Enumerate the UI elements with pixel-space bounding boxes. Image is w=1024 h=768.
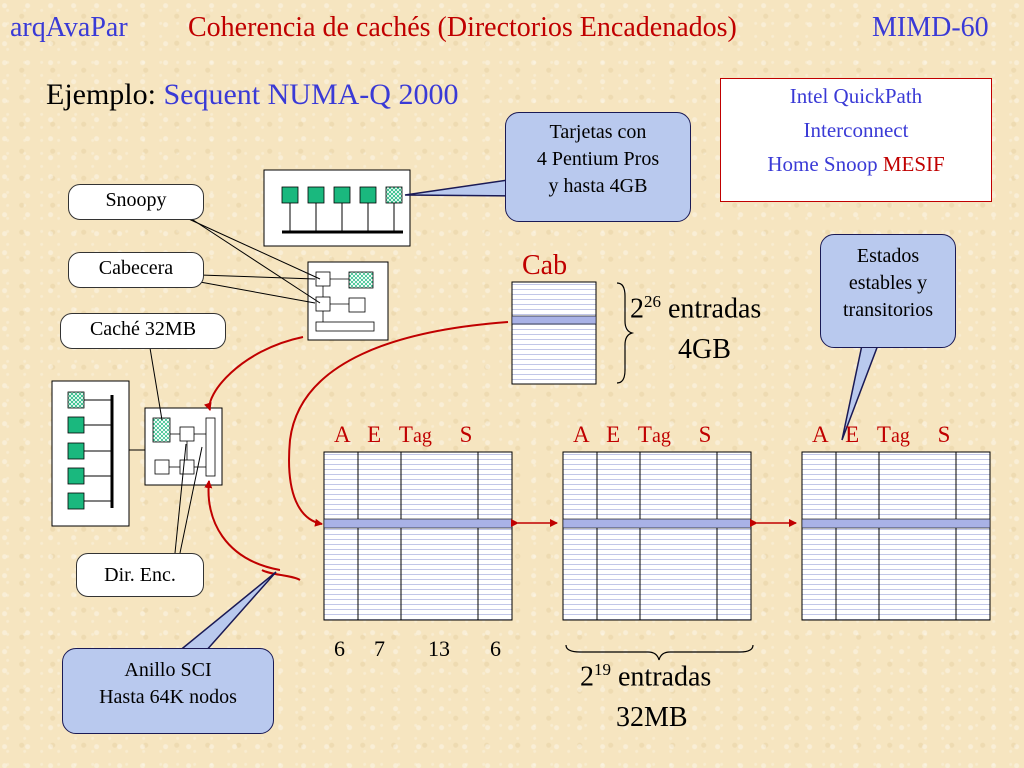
col-e: E bbox=[845, 422, 860, 447]
course-label: arqAvaPar bbox=[10, 12, 128, 43]
example-system-name: Sequent NUMA-Q 2000 bbox=[163, 78, 459, 111]
col-a: A bbox=[334, 422, 350, 447]
dir-brace bbox=[565, 644, 754, 661]
slide-id: MIMD-60 bbox=[872, 12, 989, 43]
estados-line-2: estables y bbox=[848, 272, 928, 294]
col-tag-ag: ag bbox=[651, 425, 671, 447]
dir-table-1-headers: A E Tag S bbox=[334, 422, 472, 448]
dir-entries-base: 2 bbox=[580, 661, 594, 693]
processor-icon bbox=[67, 416, 85, 434]
cache-module-icon bbox=[67, 391, 85, 409]
col-a: A bbox=[812, 422, 828, 447]
processor-icon bbox=[67, 442, 85, 460]
estados-callout: Estados estables y transitorios bbox=[820, 234, 956, 348]
bit-width-e: 7 bbox=[374, 636, 385, 661]
col-tag: Tag bbox=[638, 422, 671, 447]
estados-line-1: Estados bbox=[856, 245, 920, 267]
processor-board-top bbox=[263, 169, 411, 247]
intel-line-2: Interconnect bbox=[803, 118, 909, 142]
cab-entries-word: entradas bbox=[661, 293, 762, 325]
cab-entries-exp: 26 bbox=[644, 292, 661, 311]
bit-width-s: 6 bbox=[490, 636, 501, 661]
bit-width-a: 6 bbox=[334, 636, 345, 661]
tarjetas-line-2: 4 Pentium Pros bbox=[536, 148, 660, 170]
processor-icon bbox=[359, 186, 377, 204]
estados-line-3: transitorios bbox=[843, 299, 933, 321]
col-s: S bbox=[698, 422, 712, 447]
cab-size: 4GB bbox=[678, 334, 731, 365]
label-pointers bbox=[149, 214, 321, 554]
example-heading: Ejemplo: Sequent NUMA-Q 2000 bbox=[46, 78, 458, 112]
dir-entries: 219 entradas bbox=[580, 660, 711, 693]
processor-board-left bbox=[51, 380, 130, 527]
dir-table-2 bbox=[562, 451, 752, 621]
intel-line-1: Intel QuickPath bbox=[789, 84, 923, 108]
intel-mesif: MESIF bbox=[882, 152, 945, 176]
dir-highlight-row bbox=[562, 518, 752, 529]
processor-icon bbox=[333, 186, 351, 204]
processor-icon bbox=[67, 492, 85, 510]
processor-icon bbox=[281, 186, 299, 204]
anillo-callout: Anillo SCI Hasta 64K nodos bbox=[62, 648, 274, 734]
intel-home-snoop: Home Snoop bbox=[767, 152, 883, 176]
processor-icon bbox=[307, 186, 325, 204]
col-tag-t: T bbox=[398, 422, 413, 447]
anillo-line-2: Hasta 64K nodos bbox=[99, 686, 237, 708]
col-tag-ag: ag bbox=[412, 425, 432, 447]
cab-brace bbox=[616, 282, 635, 384]
cab-label: Cab bbox=[522, 250, 568, 281]
col-e: E bbox=[367, 422, 382, 447]
slide-title: Coherencia de cachés (Directorios Encade… bbox=[188, 12, 737, 43]
dir-table-2-headers: A E Tag S bbox=[573, 422, 711, 448]
cab-entries: 226 entradas bbox=[630, 292, 761, 325]
tarjetas-line-1: Tarjetas con bbox=[549, 121, 647, 143]
col-tag: Tag bbox=[399, 422, 432, 447]
cache-module-icon bbox=[385, 186, 403, 204]
col-tag-ag: ag bbox=[890, 425, 910, 447]
cab-highlight-row bbox=[511, 315, 597, 325]
dir-enc-label: Dir. Enc. bbox=[76, 553, 204, 597]
col-e: E bbox=[606, 422, 621, 447]
dir-size: 32MB bbox=[616, 702, 688, 733]
node-controller-top bbox=[307, 261, 389, 341]
col-tag: Tag bbox=[877, 422, 910, 447]
cab-entries-base: 2 bbox=[630, 293, 644, 325]
sci-ring bbox=[204, 321, 509, 581]
dir-highlight-row bbox=[801, 518, 991, 529]
anillo-line-1: Anillo SCI bbox=[124, 659, 212, 681]
intel-quickpath-box: Intel QuickPath Interconnect Home Snoop … bbox=[720, 78, 992, 202]
cab-table bbox=[511, 281, 597, 385]
cabecera-label: Cabecera bbox=[68, 252, 204, 288]
intel-line-3: Home Snoop MESIF bbox=[721, 147, 991, 181]
snoopy-label: Snoopy bbox=[68, 184, 204, 220]
example-prefix: Ejemplo: bbox=[46, 78, 156, 111]
bit-width-tag: 13 bbox=[428, 636, 450, 661]
dir-highlight-row bbox=[323, 518, 513, 529]
col-s: S bbox=[459, 422, 473, 447]
dir-table-3-headers: A E Tag S bbox=[812, 422, 950, 448]
col-s: S bbox=[937, 422, 951, 447]
dir-entries-word: entradas bbox=[611, 661, 712, 693]
dir-table-3 bbox=[801, 451, 991, 621]
col-tag-t: T bbox=[876, 422, 891, 447]
tarjetas-callout: Tarjetas con 4 Pentium Pros y hasta 4GB bbox=[505, 112, 691, 222]
col-tag-t: T bbox=[637, 422, 652, 447]
cache-label: Caché 32MB bbox=[60, 313, 226, 349]
col-a: A bbox=[573, 422, 589, 447]
dir-entries-exp: 19 bbox=[594, 660, 611, 679]
tarjetas-line-3: y hasta 4GB bbox=[548, 175, 648, 197]
dir-table-1 bbox=[323, 451, 513, 621]
processor-icon bbox=[67, 467, 85, 485]
